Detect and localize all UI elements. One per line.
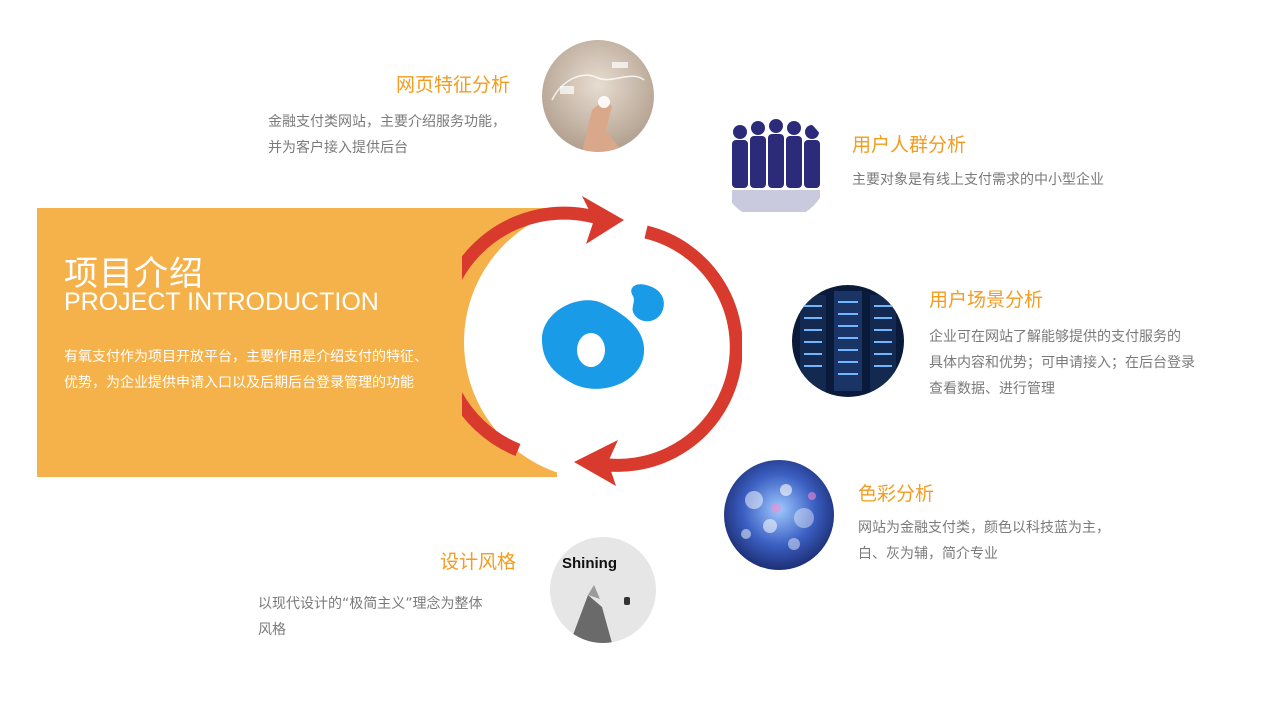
webpage-analysis-image [542,40,654,152]
intro-subtitle: PROJECT INTRODUCTION [64,288,379,316]
webpage-analysis-line1: 金融支付类网站，主要介绍服务功能， [268,114,506,130]
style-analysis-text: 以现代设计的“极简主义”理念为整体 风格 [258,591,483,643]
color-analysis-image [724,460,834,570]
brand-logo-icon [541,284,664,389]
intro-description: 有氧支付作为项目开放平台，主要作用是介绍支付的特征、优势，为企业提供申请入口以及… [64,349,428,391]
style-analysis-line2: 风格 [258,622,286,638]
style-analysis-title: 设计风格 [440,551,517,573]
scene-analysis-image [792,285,904,397]
webpage-analysis-title: 网页特征分析 [396,74,511,96]
scene-analysis-line2: 具体内容和优势；可申请接入；在后台登录 [929,355,1195,371]
color-analysis-line1: 网站为金融支付类，颜色以科技蓝为主， [858,520,1110,536]
color-analysis-title: 色彩分析 [858,483,935,505]
users-analysis-image [718,110,830,222]
scene-analysis-text: 企业可在网站了解能够提供的支付服务的 具体内容和优势；可申请接入；在后台登录 查… [929,324,1195,402]
color-analysis-text: 网站为金融支付类，颜色以科技蓝为主， 白、灰为辅，简介专业 [858,515,1110,567]
color-analysis-line2: 白、灰为辅，简介专业 [858,546,998,562]
shining-label: Shining [562,555,617,572]
webpage-analysis-text: 金融支付类网站，主要介绍服务功能， 并为客户接入提供后台 [268,109,506,161]
scene-analysis-title: 用户场景分析 [929,289,1044,311]
intro-title: 项目介绍 [64,254,204,294]
cycle-diagram [434,192,743,492]
cycle-arrows-icon [434,196,743,486]
scene-analysis-line3: 查看数据、进行管理 [929,381,1055,397]
style-analysis-image: Shining [550,537,656,643]
scene-analysis-line1: 企业可在网站了解能够提供的支付服务的 [929,329,1181,345]
users-analysis-title: 用户人群分析 [852,134,967,156]
webpage-analysis-line2: 并为客户接入提供后台 [268,140,408,156]
style-analysis-line1: 以现代设计的“极简主义”理念为整体 [258,596,483,612]
users-analysis-text: 主要对象是有线上支付需求的中小型企业 [852,172,1104,188]
